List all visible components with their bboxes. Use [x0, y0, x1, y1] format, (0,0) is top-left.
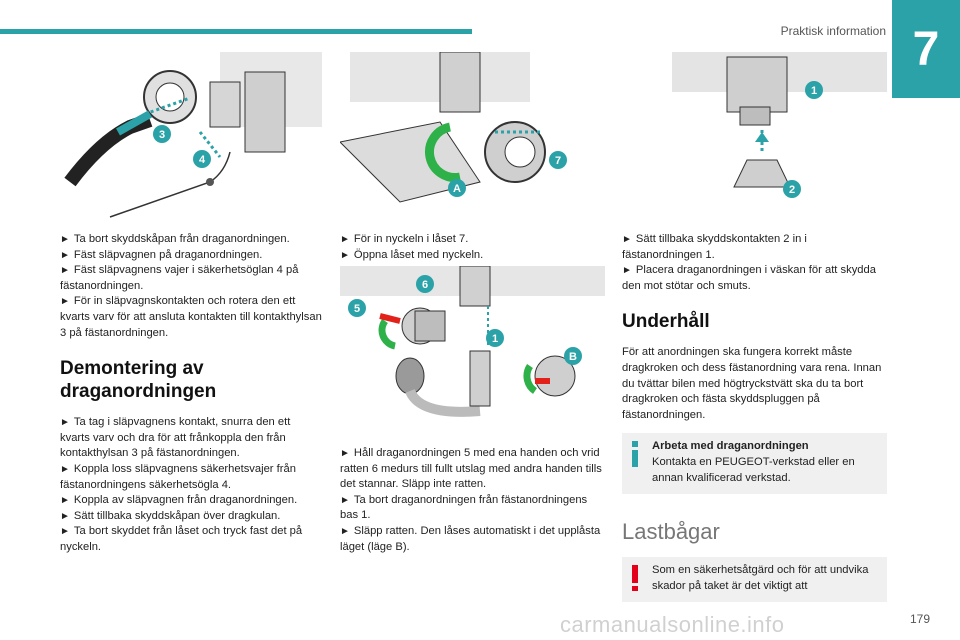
step: ►Koppla av släpvagnen från draganordning…: [60, 494, 298, 507]
step: ►Ta bort skyddet från låset och tryck fa…: [60, 525, 303, 553]
callout-b: B: [564, 347, 582, 365]
arrow-icon: ►: [60, 417, 70, 429]
step: ►Fäst släpvagnen på draganordningen.: [60, 248, 263, 261]
callout-4: 4: [193, 150, 211, 168]
arrow-icon: ►: [340, 234, 350, 245]
arrow-icon: ►: [60, 463, 70, 475]
column-1: ►Ta bort skyddskåpan från draganordninge…: [60, 232, 322, 556]
figure-protective-cap: 1 2: [672, 52, 887, 198]
column-2: ►För in nyckeln i låset 7. ►Öppna låset …: [340, 232, 606, 263]
step: ►Öppna låset med nyckeln.: [340, 248, 484, 261]
step: ►Släpp ratten. Den låses automatiskt i d…: [340, 524, 601, 553]
callout-1: 1: [805, 81, 823, 99]
svg-text:1: 1: [811, 85, 817, 97]
arrow-icon: ►: [622, 234, 632, 245]
arrow-icon: ►: [340, 525, 350, 537]
heading-remove: Demontering av draganordningen: [60, 358, 217, 403]
svg-text:2: 2: [789, 184, 795, 196]
section-title: Praktisk information: [780, 24, 886, 38]
svg-text:A: A: [453, 183, 461, 195]
callout-7: 7: [549, 151, 567, 169]
callout-5: 5: [348, 299, 366, 317]
header-bar: [0, 29, 472, 34]
callout-1b: 1: [486, 329, 504, 347]
arrow-icon: ►: [60, 510, 70, 522]
column-2-lower: ►Håll draganordningen 5 med ena handen o…: [340, 446, 606, 555]
arrow-icon: ►: [60, 296, 70, 308]
figure-lock-key: 7 A: [340, 52, 567, 203]
heading-roof-bars: Lastbågar: [622, 519, 720, 545]
step: ►För in nyckeln i låset 7.: [340, 233, 469, 245]
arrow-icon: ►: [60, 526, 70, 538]
body-text: För att anordningen ska fungera korrekt …: [622, 346, 882, 421]
step: ►Ta bort draganordningen från fästanordn…: [340, 493, 588, 522]
svg-text:5: 5: [354, 303, 360, 315]
step: ►Koppla loss släpvagnens säkerhetsvajer …: [60, 462, 296, 491]
step: ►Placera draganordningen i väskan för at…: [622, 264, 876, 292]
warning-icon: [632, 565, 638, 592]
figure-remove-towbar: 5 6 1 B: [340, 266, 605, 417]
step: ►Håll draganordningen 5 med ena handen o…: [340, 447, 602, 491]
arrow-icon: ►: [60, 495, 70, 507]
arrow-icon: ►: [340, 448, 350, 459]
page-number: 179: [909, 612, 930, 626]
svg-text:6: 6: [422, 279, 428, 291]
step: ►Ta bort skyddskåpan från draganordninge…: [60, 233, 290, 245]
watermark: carmanualsonline.info: [560, 612, 785, 637]
svg-text:1: 1: [492, 333, 498, 345]
arrow-icon: ►: [340, 249, 350, 261]
column-3: ►Sätt tillbaka skyddskontakten 2 in i fä…: [622, 232, 887, 612]
info-body: Kontakta en PEUGEOT-verkstad eller en an…: [652, 455, 855, 484]
svg-text:B: B: [569, 351, 577, 363]
arrow-icon: ►: [60, 265, 70, 277]
info-icon: [632, 441, 638, 468]
warning-body: Som en säkerhetsåtgärd och för att undvi…: [652, 564, 869, 592]
svg-text:7: 7: [555, 155, 561, 167]
svg-text:4: 4: [199, 154, 206, 166]
figure-trailer-connector: 3 4: [64, 52, 322, 218]
heading-maintenance: Underhåll: [622, 311, 710, 333]
arrow-icon: ►: [60, 234, 70, 245]
info-title: Arbeta med draganordningen: [652, 440, 809, 453]
chapter-tab: 7: [892, 0, 960, 98]
step: ►Sätt tillbaka skyddskåpan över dragkula…: [60, 509, 281, 522]
callout-3: 3: [153, 125, 171, 143]
step: ►För in släpvagnskontakten och rotera de…: [60, 295, 322, 339]
step: ►Sätt tillbaka skyddskontakten 2 in i fä…: [622, 233, 807, 261]
warning-box: Som en säkerhetsåtgärd och för att undvi…: [622, 557, 887, 603]
arrow-icon: ►: [60, 249, 70, 261]
arrow-icon: ►: [340, 494, 350, 506]
callout-2: 2: [783, 180, 801, 198]
step: ►Fäst släpvagnens vajer i säkerhetsöglan…: [60, 264, 299, 292]
arrow-icon: ►: [622, 265, 632, 277]
info-box: Arbeta med draganordningen Kontakta en P…: [622, 433, 887, 495]
svg-text:3: 3: [159, 129, 165, 141]
callout-6: 6: [416, 275, 434, 293]
step: ►Ta tag i släpvagnens kontakt, snurra de…: [60, 416, 291, 460]
callout-a: A: [448, 179, 466, 197]
